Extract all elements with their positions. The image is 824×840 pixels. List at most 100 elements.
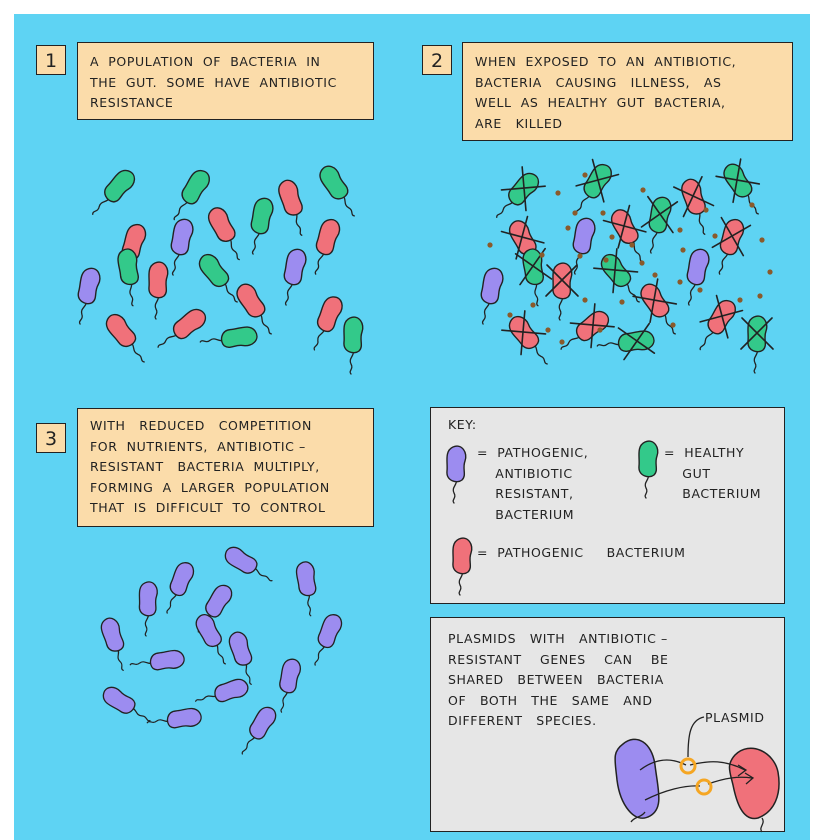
bacterium-step3-9 (279, 658, 302, 713)
key-title: KEY: (448, 417, 477, 432)
antibiotic-dot (487, 242, 493, 248)
antibiotic-dot (712, 233, 718, 239)
antibiotic-dot (749, 202, 755, 208)
antibiotic-dot (767, 269, 773, 275)
key-panel (430, 407, 785, 604)
bacterium-step2-4 (640, 195, 679, 254)
bacterium-step1-3 (319, 165, 355, 217)
step-1-number: 1 (36, 45, 66, 75)
bacterium-step2-9 (514, 247, 553, 307)
antibiotic-dot (603, 257, 609, 263)
step-3-number: 3 (36, 423, 66, 453)
plasmid-ring (679, 757, 697, 775)
step-1-caption: A POPULATION OF BACTERIA IN THE GUT. SOM… (77, 42, 374, 120)
bacterium-step2-13 (686, 248, 710, 306)
bacterium-step2-19 (596, 322, 656, 361)
bacterium-step1-1 (173, 169, 210, 221)
antibiotic-dot (539, 252, 545, 258)
bacterium-step1-0 (92, 169, 136, 216)
antibiotic-dot (640, 187, 646, 193)
bacterium-step2-15 (699, 294, 744, 351)
bacterium-step1-15 (313, 296, 343, 351)
antibiotic-dot (507, 312, 513, 318)
bacterium-step1-11 (198, 253, 238, 303)
key-healthy-label: = HEALTHY GUT BACTERIUM (664, 445, 762, 501)
antibiotic-dot (697, 287, 703, 293)
bacterium-step1-9 (117, 248, 139, 307)
plasmid-label: PLASMID (705, 710, 765, 725)
antibiotic-dot (737, 297, 743, 303)
bacterium-step1-2 (278, 179, 303, 236)
key-resistant-label: = PATHOGENIC, ANTIBIOTIC RESISTANT, BACT… (477, 445, 589, 522)
bacterium-step2-2 (672, 175, 715, 235)
bacterium-step2-3 (715, 158, 761, 215)
key-pathogenic-label: = PATHOGENIC BACTERIUM (477, 545, 686, 560)
antibiotic-dot (597, 327, 603, 333)
antibiotic-dot (680, 247, 686, 253)
bacterium-step1-12 (236, 283, 272, 335)
antibiotic-dot (677, 227, 683, 233)
plasmid-panel (430, 617, 785, 832)
antibiotic-dot (759, 237, 765, 243)
antibiotic-dot (545, 327, 551, 333)
bacterium-step3-11 (146, 707, 202, 729)
bacterium-step1-16 (343, 316, 364, 375)
key-resistant-icon (446, 445, 467, 504)
bacterium-step2-16 (740, 315, 774, 374)
antibiotic-dot (609, 234, 615, 240)
bacterium-step2-6 (572, 217, 596, 275)
plasmid-ring (695, 778, 713, 796)
antibiotic-dot (530, 302, 536, 308)
antibiotic-dot (559, 339, 565, 345)
antibiotic-dot (703, 207, 709, 213)
antibiotic-dot (600, 210, 606, 216)
antibiotic-dot (565, 225, 571, 231)
bacterium-step3-10 (102, 686, 151, 722)
bacterium-step1-6 (170, 218, 194, 276)
bacterium-step3-12 (195, 678, 249, 703)
antibiotic-dot (629, 242, 635, 248)
antibiotic-dot (619, 299, 625, 305)
bacterium-step1-19 (199, 326, 258, 348)
bacterium-step3-13 (241, 706, 277, 755)
bacterium-step1-8 (77, 267, 101, 325)
bacterium-step2-12 (632, 278, 678, 335)
bacterium-step1-4 (250, 197, 274, 255)
bacterium-step3-8 (228, 631, 253, 685)
step-2-number: 2 (422, 45, 452, 75)
plasmid-caption: PLASMIDS WITH ANTIBIOTIC – RESISTANT GEN… (448, 631, 669, 728)
bacterium-step1-13 (283, 248, 307, 306)
bacterium-step2-1 (575, 158, 620, 215)
antibiotic-dot (639, 260, 645, 266)
bacterium-step2-0 (496, 166, 546, 219)
bacterium-step1-14 (314, 219, 341, 275)
bacterium-step2-5 (602, 204, 647, 263)
antibiotic-dot (572, 210, 578, 216)
antibiotic-dot (555, 190, 561, 196)
antibiotic-dot (652, 272, 658, 278)
bacterium-step3-5 (314, 614, 343, 666)
antibiotic-dot (577, 253, 583, 259)
bacterium-step3-2 (138, 581, 158, 637)
bacterium-step3-7 (129, 649, 185, 671)
bacterium-step1-17 (105, 313, 145, 363)
bacterium-step2-8 (480, 267, 504, 325)
key-pathogenic-icon (452, 537, 473, 596)
bacterium-step3-14 (195, 614, 226, 665)
bacterium-step2-17 (501, 310, 548, 365)
antibiotic-dot (582, 297, 588, 303)
bacterium-step2-10 (545, 262, 579, 321)
step-2-caption: WHEN EXPOSED TO AN ANTIBIOTIC, BACTERIA … (462, 42, 793, 141)
antibiotic-dot (757, 293, 763, 299)
step-3-caption: WITH REDUCED COMPETITION FOR NUTRIENTS, … (77, 408, 374, 527)
bacterium-step3-4 (295, 561, 317, 617)
bacterium-step3-0 (224, 546, 273, 582)
plasmid-transfer (614, 716, 780, 833)
bacterium-step1-10 (148, 261, 169, 320)
bacterium-step1-18 (157, 308, 207, 348)
antibiotic-dot (677, 279, 683, 285)
bacterium-step2-18 (560, 303, 615, 350)
antibiotic-dot (582, 172, 588, 178)
